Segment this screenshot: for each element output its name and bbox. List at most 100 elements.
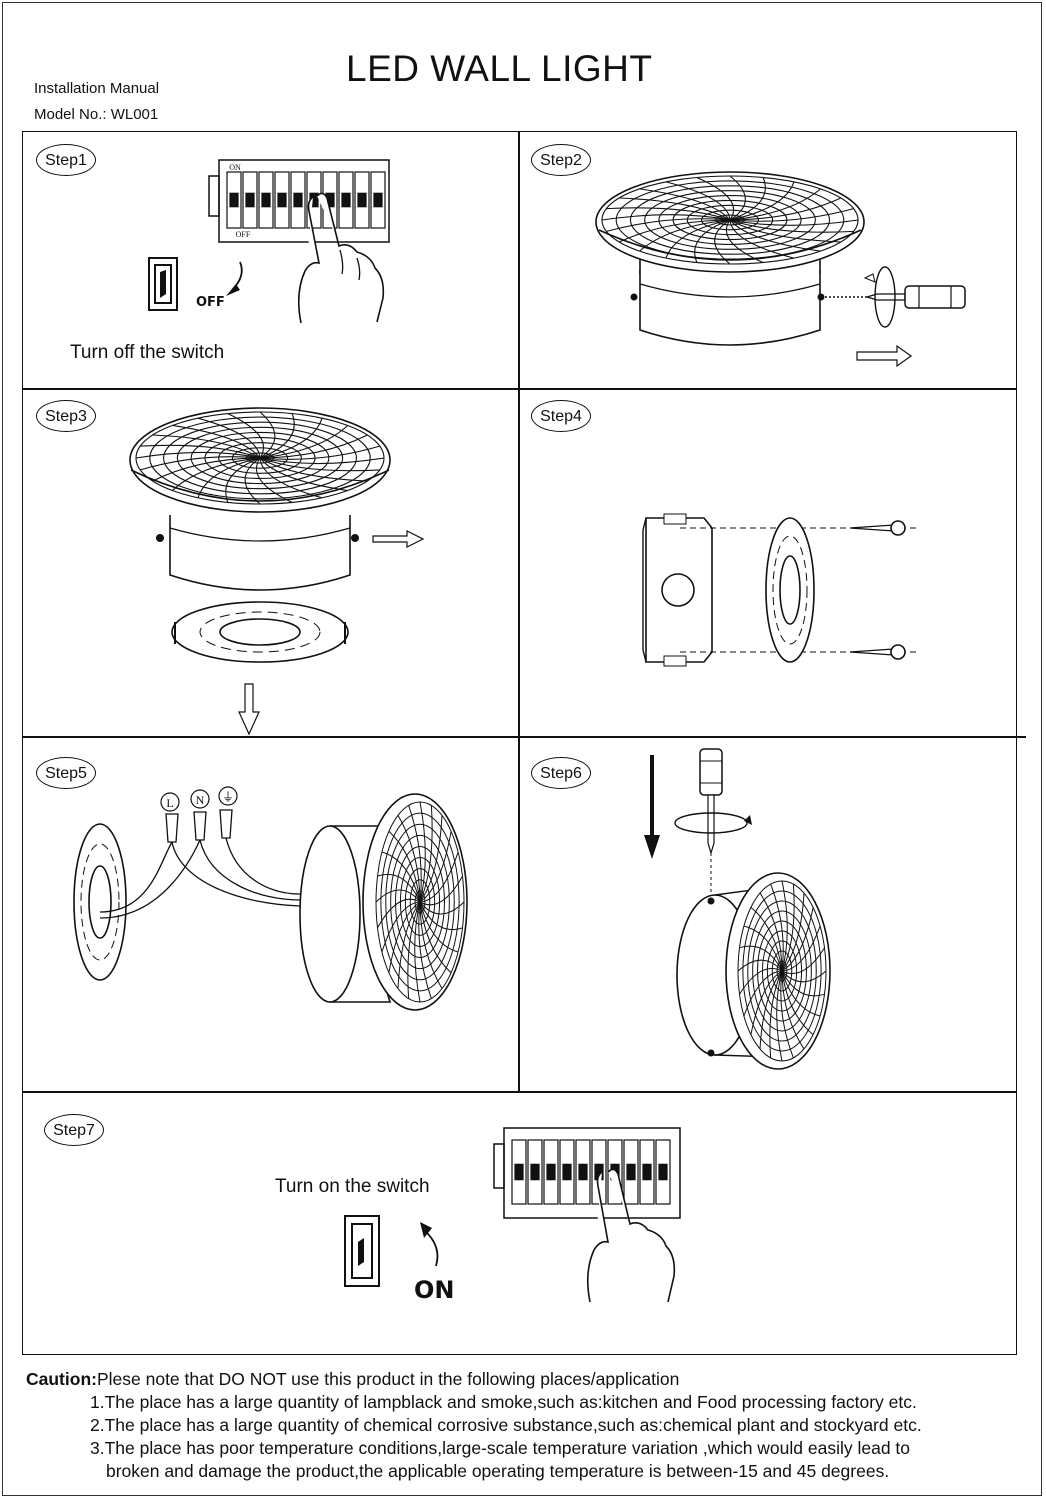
shade-rib [419,851,459,903]
shade-rib [259,411,276,459]
caution-label: Caution: [26,1369,97,1389]
breaker-toggle [642,1163,652,1181]
shade-rib [259,434,368,459]
breaker-module [655,1139,671,1205]
shade-rib [259,457,348,492]
shade-rib [388,901,421,973]
shade-rib [729,219,795,259]
breaker-module [511,1139,527,1205]
breaker-module [226,171,242,229]
terminal-neutral-label: N [196,793,205,807]
manual-label: Installation Manual [34,80,160,97]
lamp-unscrew-illustration [595,171,966,368]
shade-rib [419,901,452,974]
shade-rib [729,181,795,221]
shade-rib [407,901,421,999]
shade-rib [781,970,814,1036]
shade-rib [781,970,825,997]
breaker-off-label: OFF [236,230,251,239]
shade-rib [414,901,421,1003]
shade-ring [163,421,357,495]
caution-item-2: 2.The place has a large quantity of chem… [90,1415,922,1435]
shade-rib [418,901,432,999]
grid-divider-row2 [22,736,1026,738]
caution-intro: Plese note that DO NOT use this product … [96,1369,680,1389]
shade-rib [739,967,783,995]
shade-rib [781,907,814,972]
shade-rib [259,417,323,459]
breaker-module [527,1139,543,1205]
shade-rib [419,901,459,953]
shade-rib [140,444,261,459]
wall-switch-off-illustration [148,257,243,311]
shade-rib [152,457,261,482]
shade-rib [259,457,323,499]
shade-ring [380,812,460,992]
shade-rib [397,901,421,989]
shade-rib [140,456,261,471]
shade-ring [390,834,450,970]
page-title: LED WALL LIGHT [346,48,653,89]
shade-rib [781,893,805,972]
shade-rib [419,901,463,931]
shade-rib [197,457,261,499]
breaker-toggle [261,192,271,208]
shade-rib [225,457,261,503]
model-number: Model No.: WL001 [34,106,159,123]
shade-rib [619,197,731,221]
breaker-toggle [626,1163,636,1181]
shade-rib [781,880,788,972]
shade-ring [644,190,816,250]
shade-rib [397,815,421,903]
breaker-module [575,1139,591,1205]
breaker-toggle [514,1163,524,1181]
shade-rib [729,219,854,233]
shade-rib [152,434,261,459]
lamp-fix-screw-illustration [644,748,831,1070]
shade-rib [739,945,783,972]
shade-rib [419,815,443,903]
step2-label: Step2 [531,144,591,176]
shade-ring [409,879,431,925]
shade-rib [172,424,261,459]
shade-rib [781,947,825,975]
shade-ring [629,185,831,255]
shade-rib [606,207,731,221]
shade-rib [729,219,821,252]
shade-rib [618,219,731,243]
shade-ring [658,195,802,245]
shade-rib [255,457,293,503]
breaker-toggle [562,1163,572,1181]
shade-ring [771,950,793,992]
breaker-module [639,1139,655,1205]
shade-rib [601,214,731,221]
breaker-toggle [293,192,303,208]
shade-rib [171,457,261,491]
grid-divider-row1 [22,388,1017,390]
breaker-panel-off-illustration: ON OFF [208,159,390,324]
mounting-plate-screw-illustration [642,513,920,667]
switch-on-word: ON [414,1276,455,1304]
shade-rib [259,457,368,482]
shade-rib [259,425,349,459]
shade-ring [701,209,759,231]
shade-rib [419,801,426,903]
shade-rib [750,970,783,1035]
step5-label: Step5 [36,757,96,789]
shade-rib [781,884,795,972]
breaker-module [258,171,274,229]
shade-ring [766,940,798,1002]
grid-divider-row3 [22,1091,1017,1093]
caution-section: Caution:Plese note that DO NOT use this … [26,1368,1026,1483]
breaker-toggle [530,1163,540,1181]
shade-rib [781,970,827,983]
shade-rib [419,831,452,903]
breaker-module [591,1139,607,1205]
shade-ring [615,180,845,260]
shade-rib [781,970,821,1017]
breaker-module [242,171,258,229]
breaker-toggle [277,192,287,208]
shade-rib [606,218,731,232]
shade-rib [729,177,766,221]
